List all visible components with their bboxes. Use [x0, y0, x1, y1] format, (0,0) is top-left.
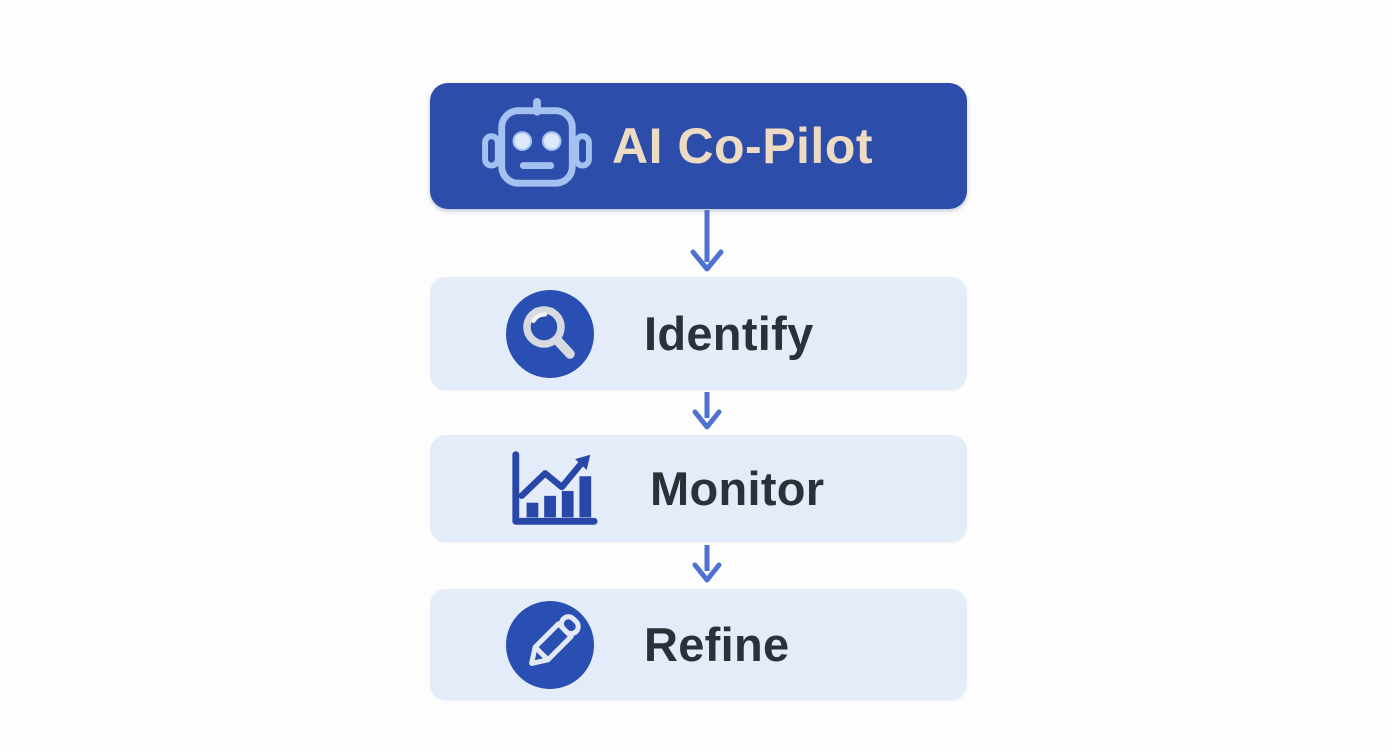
flow-node-label: Monitor — [650, 462, 825, 515]
flow-node-monitor: Monitor — [430, 435, 967, 542]
down-arrow-icon — [689, 390, 725, 437]
flow-node-ai-copilot: AI Co-Pilot — [430, 83, 967, 209]
pencil-icon — [506, 600, 594, 689]
flow-node-label: AI Co-Pilot — [612, 118, 874, 174]
down-arrow-icon — [685, 208, 729, 279]
down-arrow-icon — [689, 543, 725, 590]
bar-chart-icon — [506, 446, 600, 532]
magnifying-glass-icon — [506, 289, 594, 378]
flow-node-label: Refine — [644, 618, 790, 671]
flow-node-label: Identify — [644, 307, 814, 360]
flow-node-identify: Identify — [430, 277, 967, 390]
flow-node-refine: Refine — [430, 589, 967, 700]
robot-icon — [476, 97, 598, 195]
